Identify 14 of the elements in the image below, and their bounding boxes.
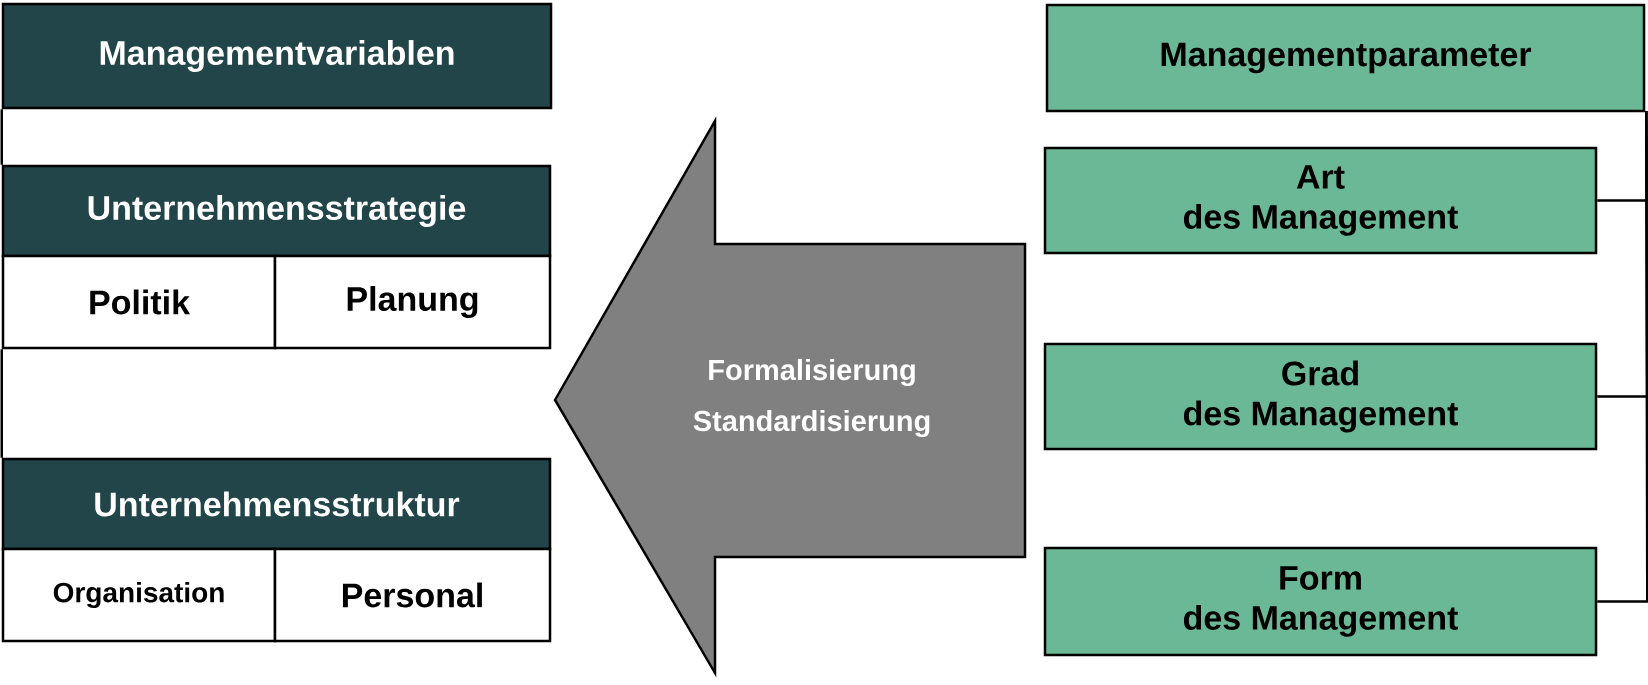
parameter-box: Grad des Management <box>1043 342 1598 451</box>
header-box: Unternehmensstrategie <box>1 164 552 258</box>
parameter-box: Form des Management <box>1043 546 1598 657</box>
table-cell: Politik <box>1 254 277 350</box>
table-cell: Planung <box>273 254 552 350</box>
header-box: Managementvariablen <box>1 2 553 110</box>
parameter-box: Art des Management <box>1043 146 1598 255</box>
connector-line <box>0 349 3 458</box>
parameter-box: Managementparameter <box>1045 3 1646 113</box>
connector-line <box>1597 111 1648 603</box>
table-cell: Organisation <box>1 547 277 643</box>
connector-line <box>0 109 3 165</box>
header-box: Unternehmensstruktur <box>1 457 552 551</box>
table-cell: Personal <box>273 547 552 643</box>
